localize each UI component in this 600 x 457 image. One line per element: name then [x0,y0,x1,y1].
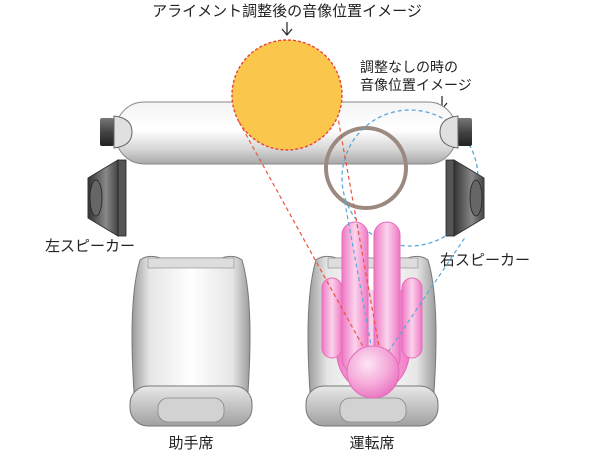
unadjusted-image-label-line2: 音像位置イメージ [360,77,472,94]
unadjusted-image-label-line1: 調整なしの時の [360,60,458,76]
aligned-sight-line-right [337,117,381,353]
aligned-image-circle [231,39,343,151]
right-tweeter [439,115,472,149]
left-woofer-icon [87,159,127,237]
passenger-seat [129,255,253,427]
passenger-seat-label: 助手席 [168,434,213,452]
left-speaker-label: 左スピーカー [45,237,135,255]
aligned-image-label: アライメント調整後の音像位置イメージ [152,2,422,20]
right-speaker-label: 右スピーカー [440,251,530,269]
aligned-sight-line-left [237,119,367,353]
right-woofer-icon [445,159,485,237]
aligned-label-arrow [281,22,293,36]
left-tweeter [100,115,133,149]
unadjusted-sight-line-left [343,197,373,351]
unadjusted-sight-line-right [387,235,467,353]
unadjusted-image-circle [324,126,408,210]
driver-seat-label: 運転席 [349,434,394,452]
driver-head [346,345,400,399]
